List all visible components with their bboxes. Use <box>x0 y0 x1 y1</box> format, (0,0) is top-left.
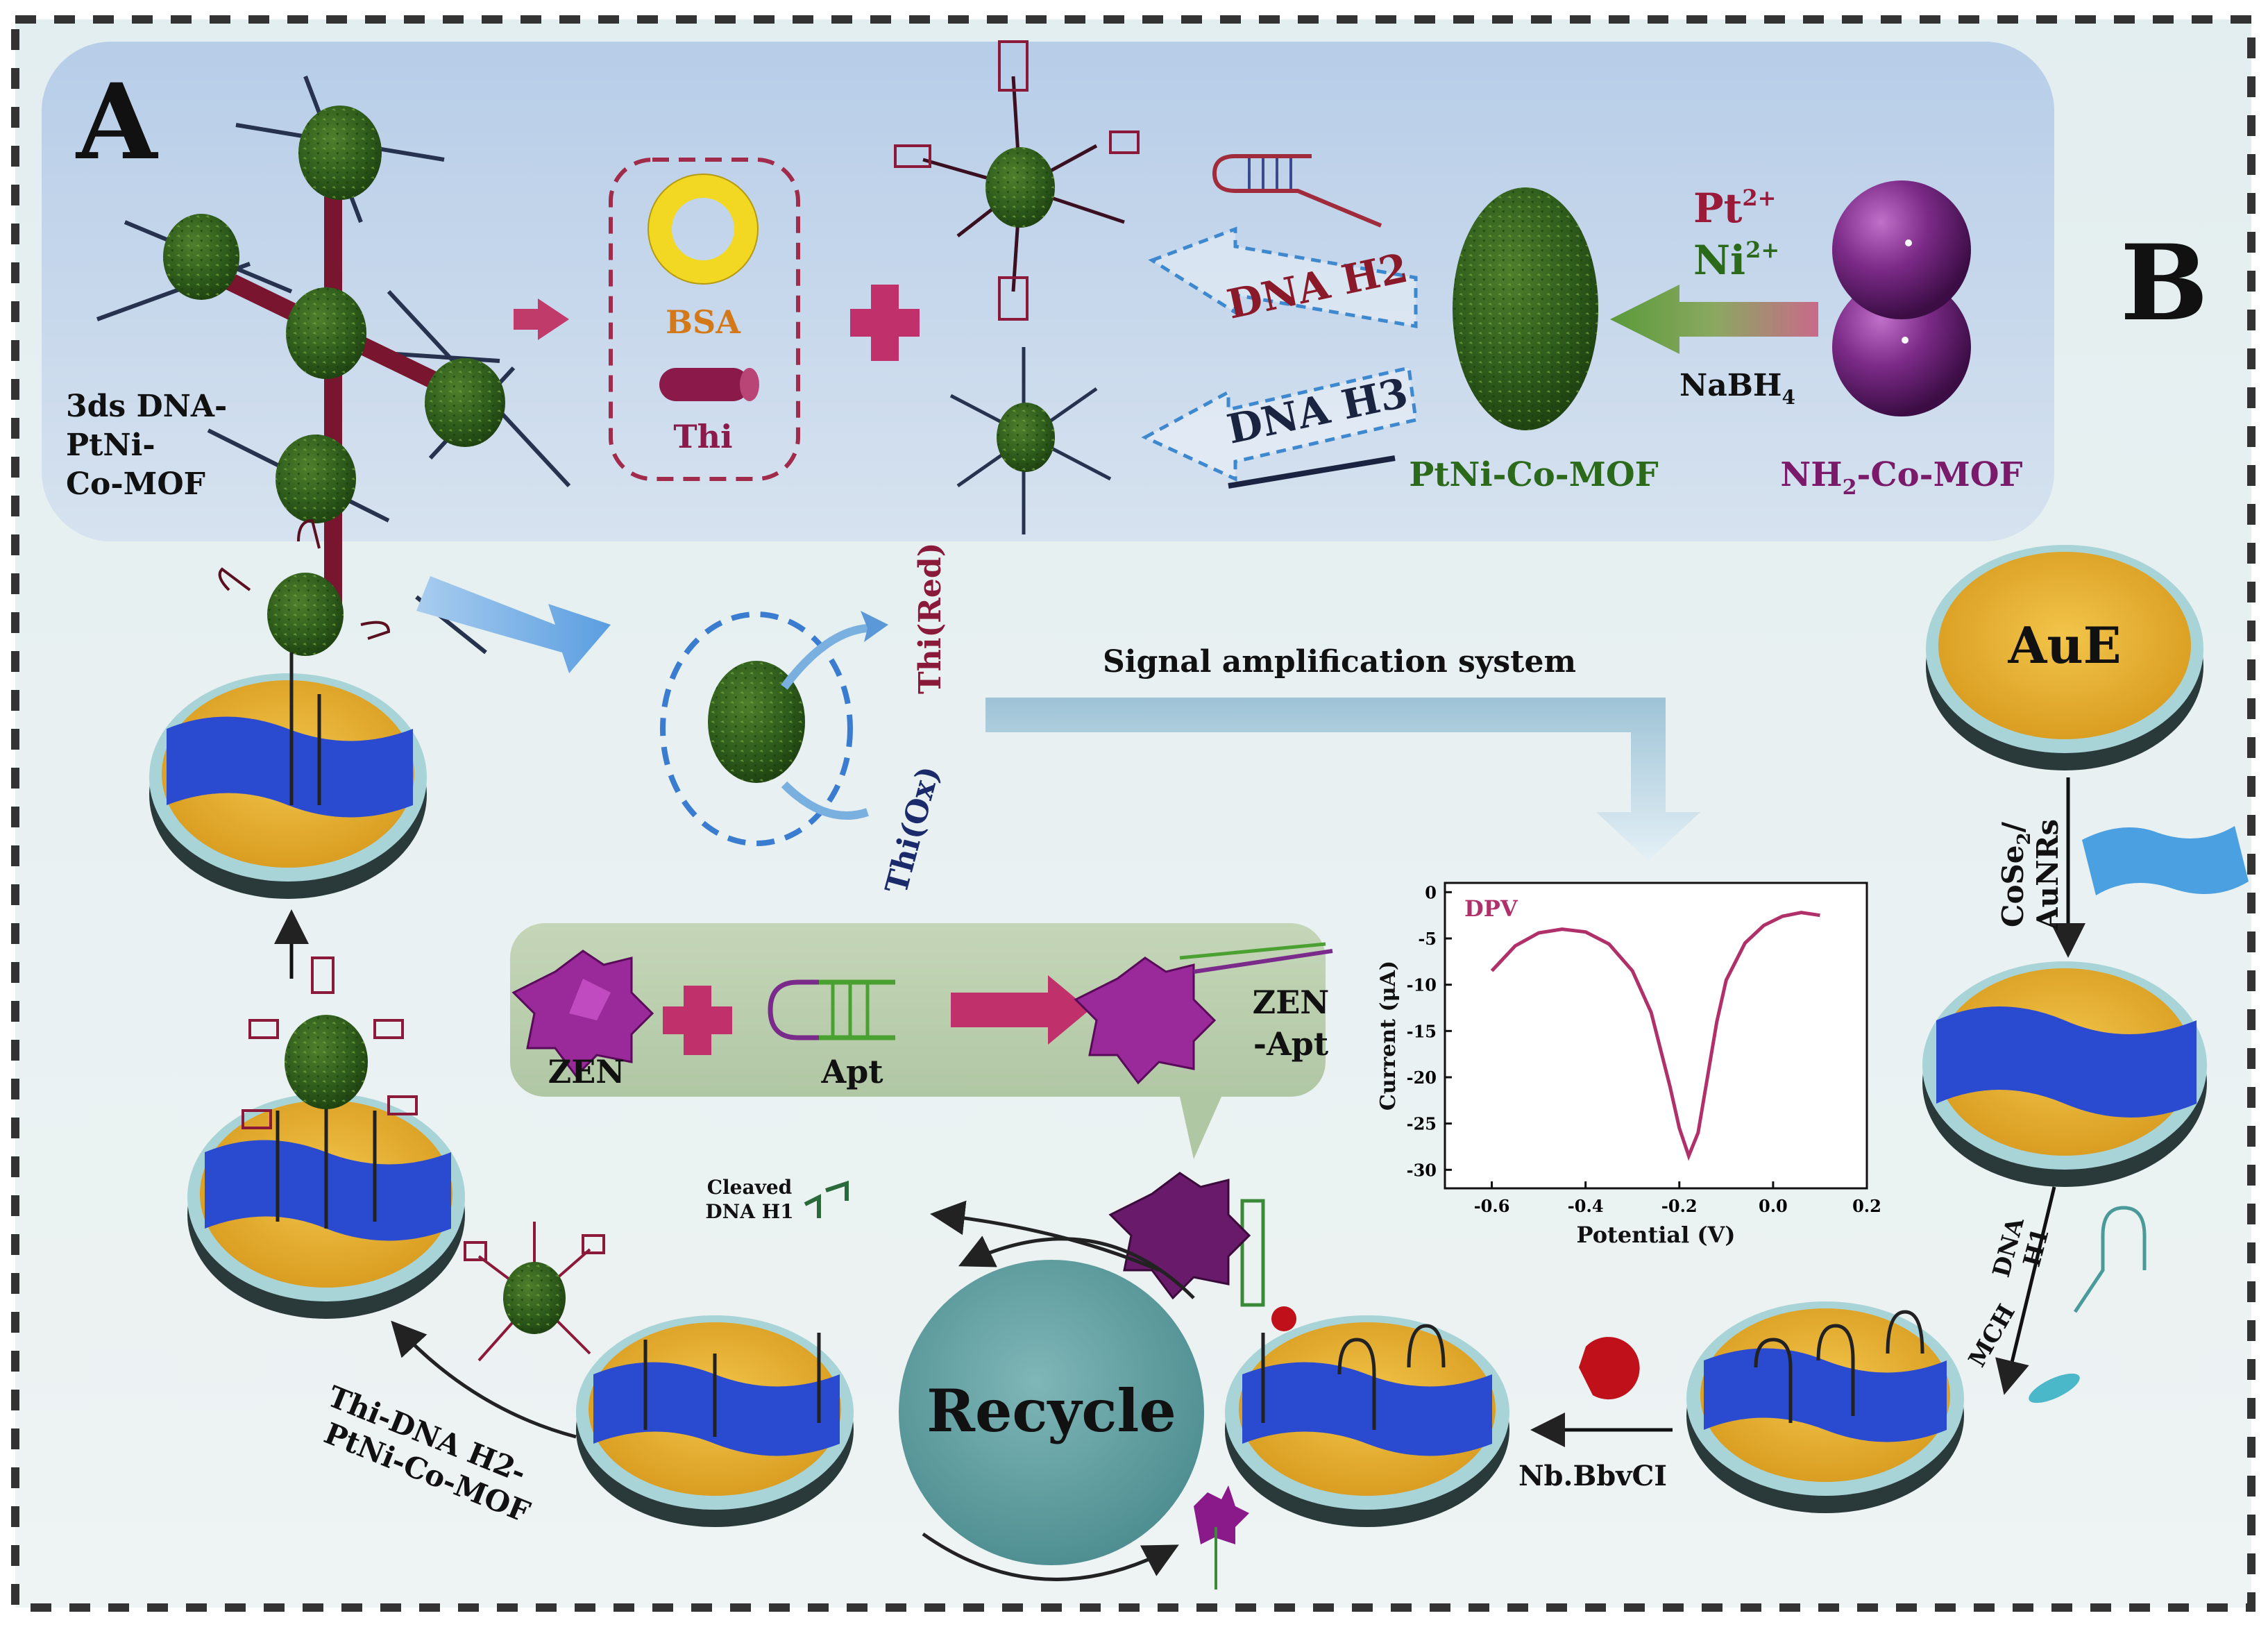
plus-sign-small <box>663 986 732 1055</box>
aue-label: AuE <box>2007 616 2121 675</box>
cose2-label: CoSe2/ <box>1996 821 2035 927</box>
released-zen-icon <box>1194 1485 1249 1544</box>
dna-h2-arrow <box>1148 226 1418 328</box>
product-label-line-1: 3ds DNA- <box>66 389 227 424</box>
cleavage-arrow <box>930 1200 1160 1272</box>
nabh4-label: NaBH4 <box>1679 368 1795 409</box>
y-tick-label: -15 <box>1407 1021 1437 1041</box>
thi-red-label: Thi(Red) <box>913 543 948 694</box>
cleaved-label-1: Cleaved <box>707 1176 793 1199</box>
assembled-electrode <box>187 956 465 1319</box>
ni-ion-label: Ni2+ <box>1693 237 1779 284</box>
duplex-icon <box>1240 1199 1265 1307</box>
hairpin-h2-icon <box>1212 154 1382 228</box>
oxidation-arrow <box>781 624 868 690</box>
final-electrode <box>149 652 427 899</box>
hairpin-h1-icon <box>2073 1206 2147 1313</box>
h1-electrode <box>1686 1301 1964 1513</box>
cleaved-electrode <box>576 1315 854 1527</box>
cleaved-dna-icon <box>804 1180 849 1218</box>
recycle-arrow-top <box>958 1236 1195 1299</box>
nh2-co-mof-sphere-bottom <box>1832 278 1971 416</box>
plus-sign <box>850 285 920 361</box>
mch-icon <box>2029 1373 2080 1403</box>
aue-electrode <box>1926 545 2203 770</box>
y-tick-label: -10 <box>1407 975 1437 995</box>
hairpin-h3-icon <box>1228 455 1396 489</box>
enzyme-label: Nb.BbvCI <box>1518 1460 1667 1492</box>
nicking-enzyme-icon <box>1579 1337 1640 1400</box>
y-axis-label: Current (μA) <box>1376 961 1400 1111</box>
recycle-label: Recycle <box>926 1376 1176 1445</box>
cose2-sheet-icon <box>2082 826 2249 895</box>
x-tick-label: 0.2 <box>1852 1196 1881 1216</box>
signal-title: Signal amplification system <box>1103 644 1576 680</box>
product-label-line-2: PtNi- <box>66 428 155 463</box>
bsa-ring-icon <box>648 174 758 284</box>
thi-dna-probe <box>464 1222 605 1362</box>
x-tick-label: -0.4 <box>1568 1196 1604 1216</box>
signal-arrow <box>985 698 1700 861</box>
step-arrow-2 <box>1995 1186 2056 1395</box>
zen-molecule-icon <box>511 950 654 1078</box>
aunrs-label: AuNRs <box>2031 819 2065 931</box>
y-tick-label: -25 <box>1407 1114 1437 1134</box>
recycle-arrow-bottom <box>922 1532 1179 1581</box>
zen-apt-complex-icon <box>1074 942 1333 1085</box>
y-tick-label: -20 <box>1407 1068 1437 1088</box>
y-tick-label: 0 <box>1425 882 1437 902</box>
mof-with-h3 <box>949 347 1112 534</box>
synthesis-arrow <box>1610 285 1818 354</box>
dpv-series-line <box>1490 911 1820 1161</box>
blue-flow-arrow <box>416 576 611 673</box>
binding-arrow <box>951 975 1090 1045</box>
zen-label: ZEN <box>548 1053 625 1090</box>
panel-label-a: A <box>75 61 159 183</box>
recycle-circle <box>899 1260 1204 1565</box>
apt-label: Apt <box>820 1053 883 1090</box>
nh2-co-mof-sphere-top <box>1832 180 1971 319</box>
dashed-border <box>11 15 2256 1612</box>
thi-cylinder-icon <box>659 368 750 401</box>
dna-h3-arrow <box>1141 365 1418 482</box>
chart-title: DPV <box>1464 895 1518 922</box>
aptamer-icon <box>768 979 895 1040</box>
pink-arrow-left <box>514 298 569 340</box>
y-tick-label: -5 <box>1418 929 1437 949</box>
modified-electrode <box>1922 961 2207 1187</box>
product-label-line-3: Co-MOF <box>66 466 205 502</box>
x-tick-label: -0.6 <box>1474 1196 1510 1216</box>
redox-cycle-ring <box>660 612 853 846</box>
mof-with-h2 <box>894 40 1140 321</box>
thi-label: Thi <box>673 418 732 455</box>
zen-apt-label-1: ZEN <box>1253 984 1330 1021</box>
3ds-dna-structure <box>96 75 571 656</box>
y-tick-label: -30 <box>1407 1160 1437 1180</box>
x-tick-label: 0.0 <box>1759 1196 1788 1216</box>
x-tick-label: -0.2 <box>1661 1196 1698 1216</box>
nh2-co-mof-label: NH2-Co-MOF <box>1780 455 2022 500</box>
panel-label-b: B <box>2120 222 2208 344</box>
zen-on-electrode-icon <box>1108 1172 1251 1300</box>
dpv-chart: -0.6 -0.4 -0.2 0.0 0.2 0 -5 -10 -15 -20 -25 -30 DPV… <box>1376 882 1881 1248</box>
cleaved-label-2: DNA H1 <box>705 1200 793 1223</box>
x-axis-label: Potential (V) <box>1576 1222 1735 1248</box>
pt-ion-label: Pt2+ <box>1693 185 1776 232</box>
hybridization-arrow <box>391 1320 577 1439</box>
bsa-label: BSA <box>666 303 741 341</box>
zen-apt-label-2: -Apt <box>1253 1025 1329 1063</box>
target-electrode <box>1225 1315 1509 1527</box>
ptni-co-mof-label: PtNi-Co-MOF <box>1409 455 1658 494</box>
